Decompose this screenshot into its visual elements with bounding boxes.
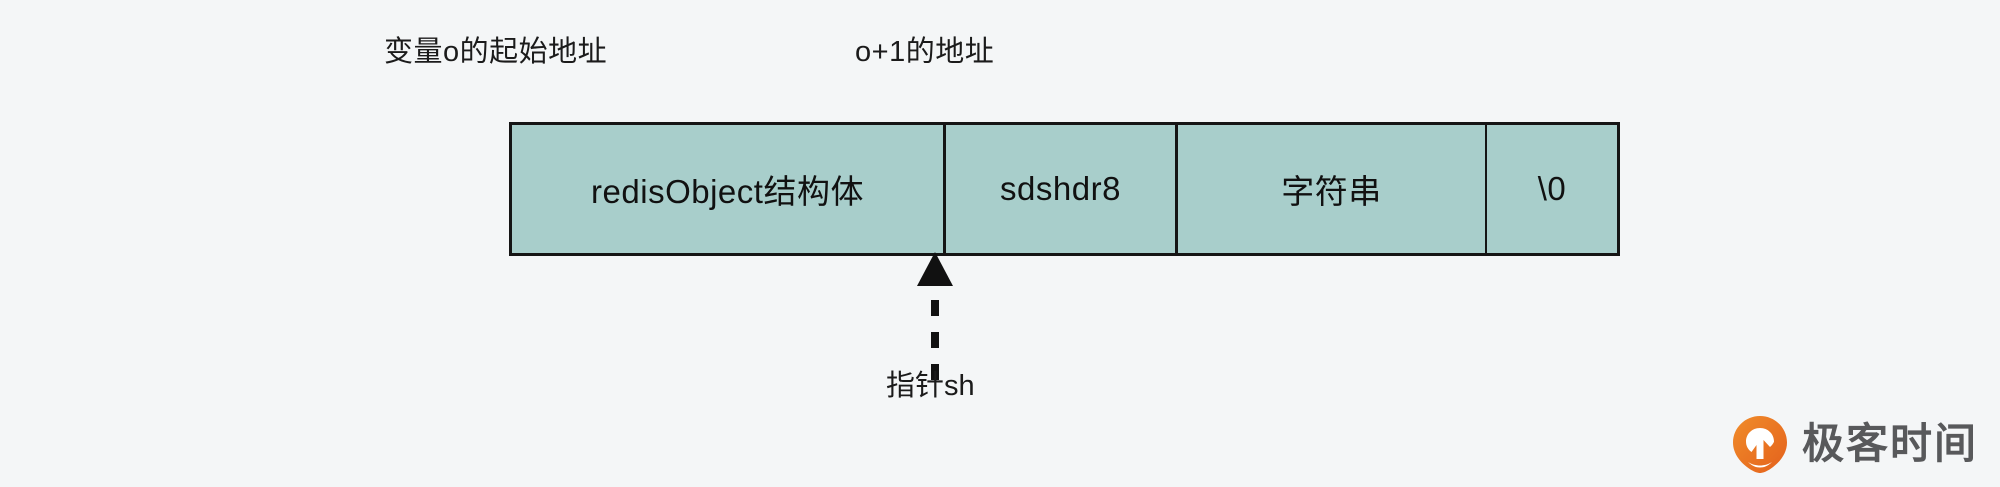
memory-cell-null-terminator: \0 (1485, 125, 1617, 253)
geektime-pin-icon (1732, 416, 1787, 473)
next-address-label: o+1的地址 (855, 36, 995, 68)
brand-logo: 极客时间 (1732, 415, 1978, 473)
start-address-label: 变量o的起始地址 (384, 36, 608, 68)
brand-name: 极客时间 (1801, 420, 1978, 467)
memory-cell-string: 字符串 (1175, 125, 1485, 253)
pointer-sh-label: 指针sh (886, 370, 975, 402)
memory-layout-strip: redisObject结构体 sdshdr8 字符串 \0 (509, 122, 1620, 256)
pointer-arrow-icon (917, 252, 953, 380)
memory-cell-redisobject: redisObject结构体 (591, 173, 864, 210)
memory-cell-sdshdr8: sdshdr8 (943, 125, 1175, 253)
